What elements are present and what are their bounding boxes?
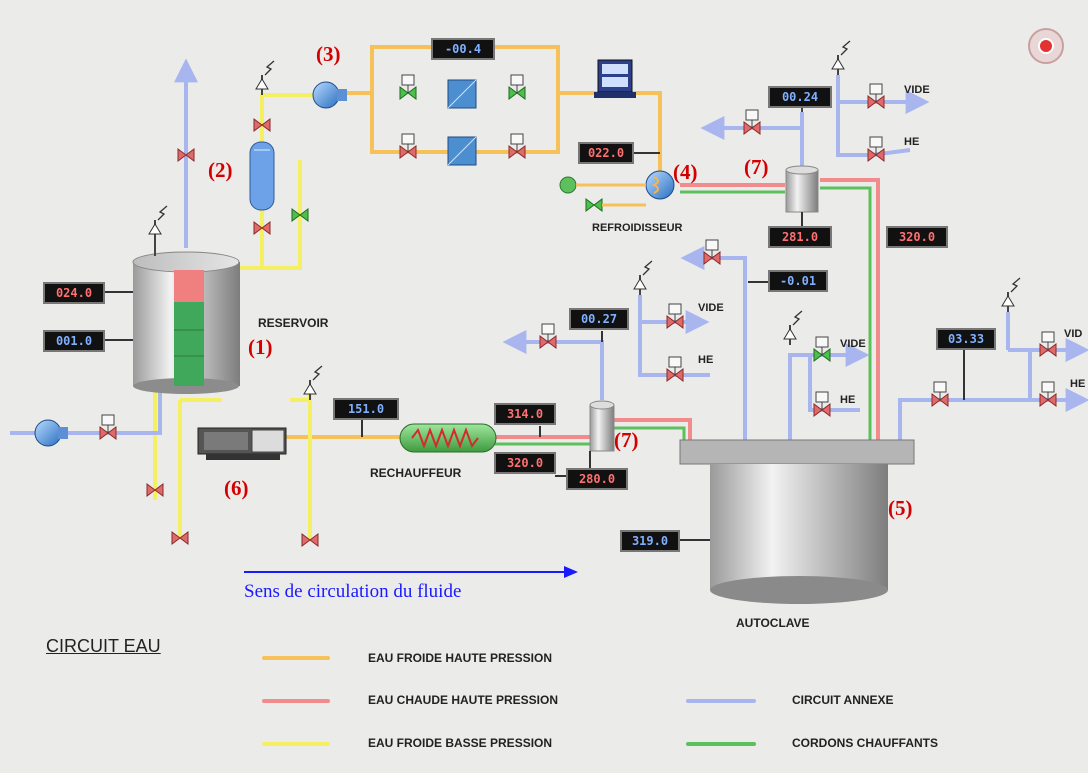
label-he-right: HE [1070,378,1086,390]
vacuum-right-display: 03.33 [936,328,996,350]
pipes-heating-cords [495,186,872,446]
heater-icon[interactable] [399,423,497,453]
safety-valve-icon [633,260,653,296]
pipes-hot-high-pressure [495,178,880,440]
legend-label: EAU CHAUDE HAUTE PRESSION [368,693,559,707]
vacuum-top-display: 00.24 [768,86,832,108]
filter-icon [447,79,477,109]
reservoir-level-high [174,270,204,302]
temperature-top-display: 281.0 [768,226,832,248]
circuit-title: CIRCUIT EAU [46,636,161,656]
autoclave-inlet-display: 320.0 [886,226,948,248]
vacuum-middle-display: 00.27 [569,308,629,330]
safety-valve-icon [303,365,323,401]
safety-valve-icon [1001,277,1021,313]
label-reservoir: RESERVOIR [258,316,329,330]
label-autoclave: AUTOCLAVE [736,616,810,630]
tag-temp-well-top: (7) [744,155,769,179]
legend-label: EAU FROIDE HAUTE PRESSION [368,651,553,665]
legend-swatch [686,699,756,703]
legend-swatch [262,656,330,660]
label-vide-middle: VIDE [698,302,724,314]
tag-autoclave: (5) [888,496,913,520]
autoclave-vessel[interactable] [679,439,915,604]
legend-swatch [686,742,756,746]
safety-valve-icon [831,40,851,76]
tag-pump: (3) [316,42,341,66]
feed-pump-icon[interactable] [34,419,68,447]
legend-swatch [262,699,330,703]
heater-inlet-display: 314.0 [494,403,556,425]
reservoir-pressure-display: 001.0 [43,330,105,352]
annex-pressure-display: -0.01 [768,270,828,292]
label-vide-right: VID [1064,328,1083,340]
tag-reservoir: (1) [248,335,273,359]
label-rechauffeur: RECHAUFFEUR [370,466,462,480]
pump-outlet-display: 151.0 [333,398,399,420]
legend-swatch [262,742,330,746]
label-he-autoclave: HE [840,394,856,406]
label-refroidisseur: REFROIDISSEUR [592,222,683,234]
valve-icon[interactable] [585,198,603,212]
autoclave-temperature-display: 319.0 [620,530,680,552]
legend-label: EAU FROIDE BASSE PRESSION [368,736,553,750]
flow-arrow-icon [244,566,578,578]
cooler-outlet-display: 022.0 [578,142,634,164]
reservoir-tank[interactable] [132,251,240,394]
heater-outlet-display: 320.0 [494,452,556,474]
safety-valve-icon [783,310,803,346]
safety-valve-icon [255,60,275,96]
legend-label: CIRCUIT ANNEXE [792,693,894,707]
flowmeter-icon[interactable] [594,59,636,98]
temperature-well-bottom [589,400,615,452]
tag-temp-well-bottom: (7) [614,428,639,452]
tag-cooler: (4) [673,160,698,184]
filter-differential-display: -00.4 [431,38,495,60]
flow-direction-label: Sens de circulation du fluide [244,581,462,602]
temperature-bottom-display: 280.0 [566,468,628,490]
pipes-cold-high-pressure [286,45,662,439]
label-he-top: HE [904,136,920,148]
high-pressure-pump[interactable] [197,427,287,460]
label-vide-top: VIDE [904,84,930,96]
reservoir-level-low [174,302,204,386]
label-vide-autoclave: VIDE [840,338,866,350]
safety-valve-icon [148,205,168,241]
tag-hp-pump: (6) [224,476,249,500]
reservoir-level-display: 024.0 [43,282,105,304]
label-he-middle: HE [698,354,714,366]
legend-label: CORDONS CHAUFFANTS [792,736,938,750]
emergency-stop-icon[interactable] [1028,28,1064,64]
filter-icon [447,136,477,166]
pump-icon[interactable] [312,81,347,109]
temperature-well-top [785,165,819,213]
filter-column[interactable] [249,141,275,211]
tag-filter: (2) [208,158,233,182]
cooler-icon[interactable] [645,170,675,200]
